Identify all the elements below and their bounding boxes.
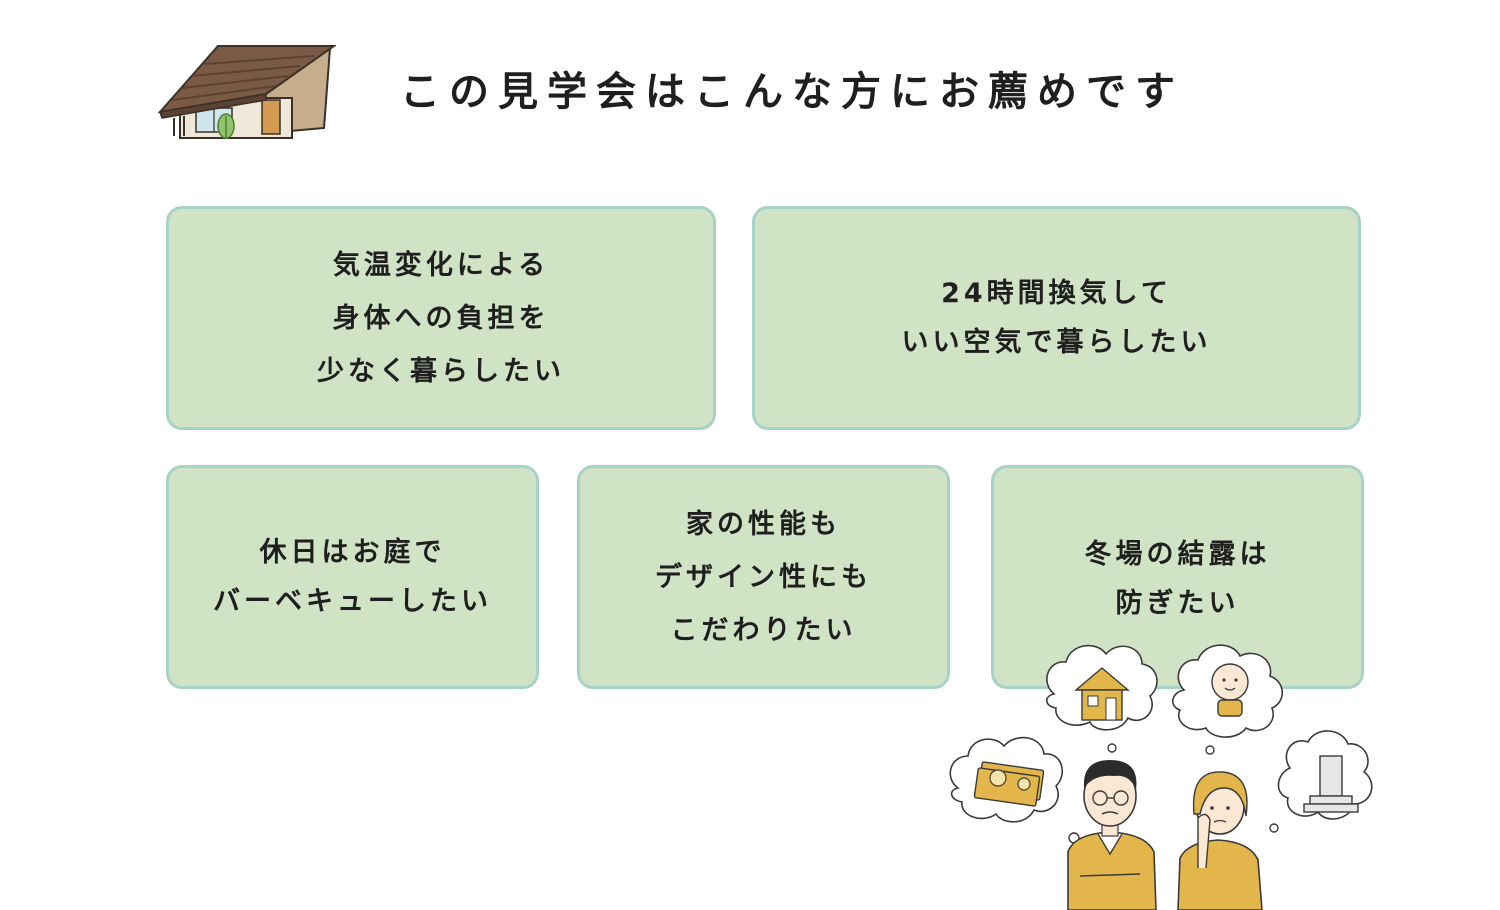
card-text-line: バーベキューしたい	[213, 586, 492, 617]
recommendation-card: 24時間換気して いい空気で暮らしたい	[752, 206, 1361, 430]
card-text-line: 24時間換気して	[941, 278, 1172, 309]
card-text-line: 防ぎたい	[1115, 588, 1240, 619]
baby-icon	[1172, 644, 1284, 755]
worried-woman	[1177, 771, 1263, 910]
card-text-line: 休日はお庭で	[259, 537, 446, 568]
worried-couple-illustration	[949, 644, 1373, 910]
card-text-line: デザイン性にも	[655, 561, 872, 593]
recommendation-card: 休日はお庭で バーベキューしたい	[166, 465, 539, 689]
house-illustration	[158, 45, 336, 139]
card-text-line: 少なく暮らしたい	[317, 355, 565, 387]
card-text-line: 身体への負担を	[332, 302, 550, 334]
card-text-line: 気温変化による	[332, 249, 550, 281]
recommendation-card: 冬場の結露は 防ぎたい	[991, 465, 1364, 689]
card-text-line: いい空気で暮らしたい	[901, 327, 1212, 358]
recommendation-card: 気温変化による 身体への負担を 少なく暮らしたい	[166, 206, 716, 430]
grave-icon	[1269, 730, 1373, 833]
house-icon	[1045, 644, 1158, 753]
money-icon	[949, 736, 1080, 844]
page-title: この見学会はこんな方にお薦めです	[400, 69, 1184, 115]
recommendation-card: 家の性能も デザイン性にも こだわりたい	[577, 465, 950, 689]
card-text-line: 家の性能も	[686, 508, 841, 540]
card-text-line: こだわりたい	[670, 614, 857, 646]
card-text-line: 冬場の結露は	[1084, 539, 1271, 570]
worried-man	[1067, 760, 1157, 910]
